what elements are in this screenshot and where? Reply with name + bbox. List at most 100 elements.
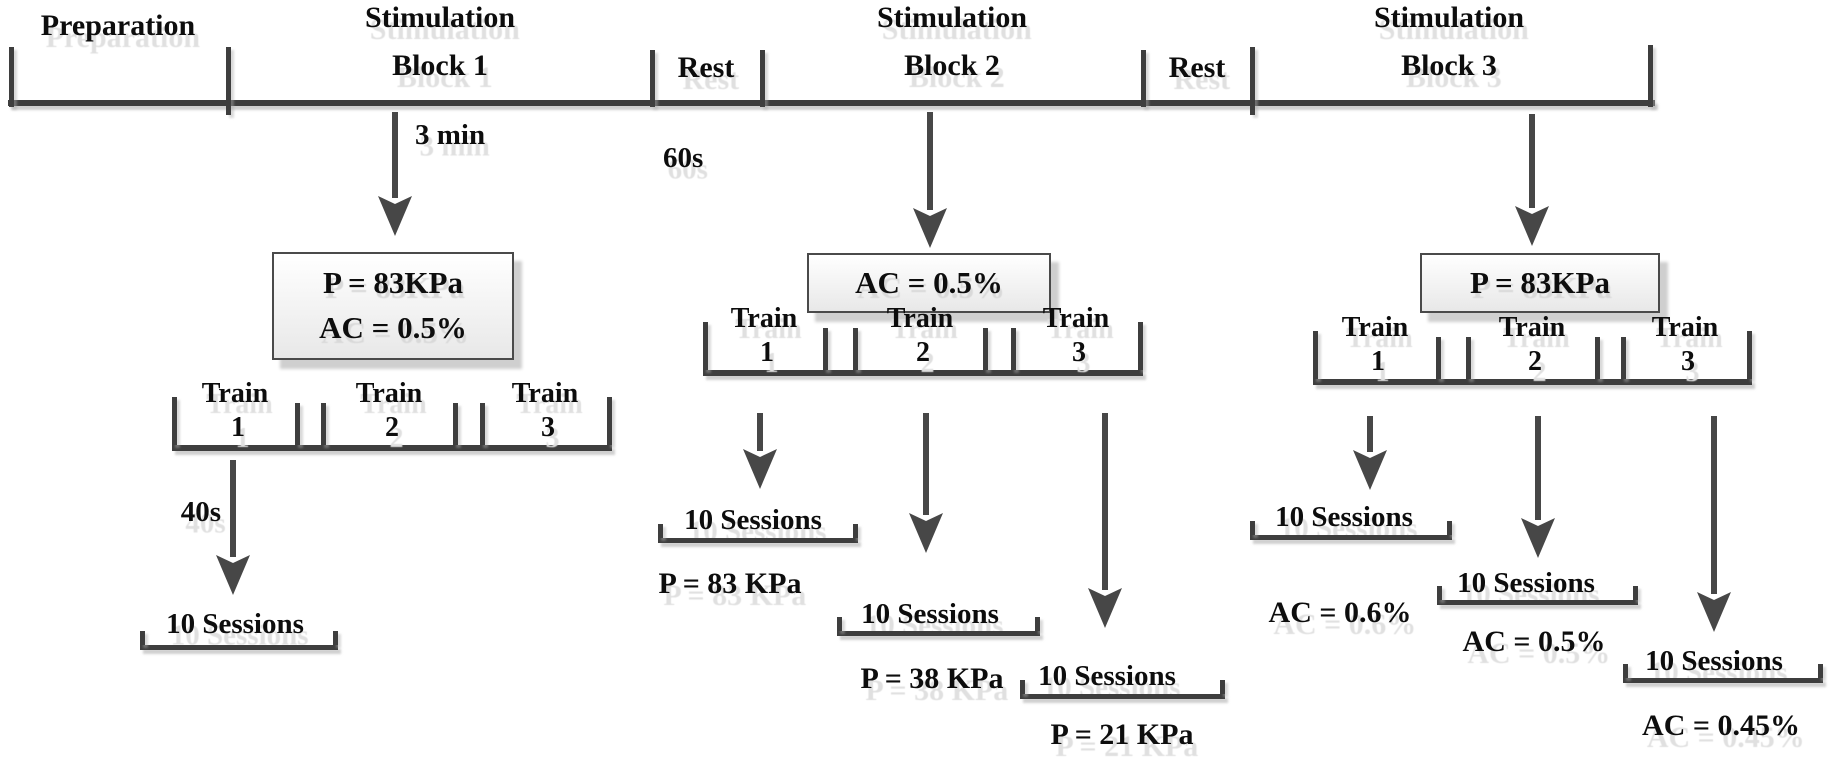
timeline-tick-prep-end <box>226 47 231 115</box>
duration-label-60s: 60s <box>663 142 704 174</box>
block1-train1-arrow-head <box>216 555 250 595</box>
train-tick <box>1011 328 1016 370</box>
block2-train1-arrow-shaft <box>757 413 763 451</box>
block2-train2-arrow-head <box>909 513 943 553</box>
duration-label-40s: 40s <box>180 496 221 528</box>
train3-word-block2: Train <box>1042 303 1110 334</box>
sessions-bracket-tick <box>1437 586 1442 600</box>
sessions-bracket-tick <box>140 631 145 645</box>
train-tick <box>983 328 988 370</box>
block3-train1-arrow-shaft <box>1367 416 1373 452</box>
train-tick <box>295 403 300 445</box>
train-tick <box>1621 337 1626 379</box>
segment-label-stim2-line2: Block 2 <box>904 49 1000 82</box>
segment-label-preparation: Preparation <box>40 9 196 42</box>
block3-arrow-head <box>1515 206 1549 246</box>
sessions-label-b3t3: 10 Sessions <box>1645 645 1783 677</box>
train2-word-block2: Train <box>886 303 954 334</box>
sessions-label-b2t1: 10 Sessions <box>684 504 822 536</box>
sessions-bracket-tick <box>837 617 842 631</box>
param-label-b3t1: AC = 0.6% <box>1268 596 1412 629</box>
param-box-block3-line1: P = 83KPa <box>1470 264 1610 300</box>
sessions-label-b2t3: 10 Sessions <box>1038 660 1176 692</box>
sessions-label-b1t1: 10 Sessions <box>166 608 304 640</box>
sessions-bracket-b3t1 <box>1250 535 1452 540</box>
train2-num-block3: 2 <box>1528 346 1542 377</box>
train1-word-block3: Train <box>1341 312 1409 343</box>
train-tick <box>823 328 828 370</box>
train-tick <box>607 397 612 445</box>
train-tick <box>172 397 177 445</box>
param-label-b3t3: AC = 0.45% <box>1642 709 1800 742</box>
train-bracket-block1 <box>172 445 612 451</box>
train-bracket-block3 <box>1313 379 1752 385</box>
sessions-bracket-tick <box>1250 521 1255 535</box>
sessions-label-b2t2: 10 Sessions <box>861 598 999 630</box>
block3-arrow-shaft <box>1529 114 1535 208</box>
param-box-block1: P = 83KPa AC = 0.5% <box>272 252 514 360</box>
train2-num-block2: 2 <box>916 337 930 368</box>
sessions-bracket-tick <box>1633 586 1638 600</box>
segment-label-stim2-line1: Stimulation <box>876 1 1028 34</box>
train-tick <box>453 403 458 445</box>
train2-num-block1: 2 <box>385 412 399 443</box>
sessions-bracket-b1t1 <box>140 645 338 650</box>
block1-arrow-head <box>378 196 412 236</box>
train1-num-block2: 1 <box>760 337 774 368</box>
timeline-tick-end <box>1648 45 1653 107</box>
param-label-b3t2: AC = 0.5% <box>1462 625 1606 658</box>
block2-train2-arrow-shaft <box>923 413 929 515</box>
param-box-block2: AC = 0.5% <box>807 253 1051 313</box>
train2-word-block3: Train <box>1498 312 1566 343</box>
train-tick <box>1313 331 1318 379</box>
segment-label-stim1-line2: Block 1 <box>392 49 488 82</box>
train3-num-block1: 3 <box>541 412 555 443</box>
timeline-tick-start <box>9 47 14 107</box>
segment-label-rest2: Rest <box>1168 51 1226 84</box>
param-label-b2t1: P = 83 KPa <box>658 567 802 600</box>
train-tick <box>1138 322 1143 370</box>
timeline-tick-rest1-start <box>650 50 655 107</box>
segment-label-rest1: Rest <box>677 51 735 84</box>
train1-word-block2: Train <box>730 303 798 334</box>
train3-num-block3: 3 <box>1681 346 1695 377</box>
train3-word-block3: Train <box>1651 312 1719 343</box>
sessions-bracket-tick <box>1020 680 1025 694</box>
sessions-label-b3t1: 10 Sessions <box>1275 501 1413 533</box>
block2-train1-arrow-head <box>743 449 777 489</box>
train2-word-block1: Train <box>355 378 423 409</box>
train-tick <box>1747 331 1752 379</box>
train-tick <box>1595 337 1600 379</box>
train3-word-block1: Train <box>511 378 579 409</box>
train-tick <box>321 403 326 445</box>
block3-train3-arrow-shaft <box>1711 416 1717 594</box>
block1-arrow-shaft <box>392 112 398 198</box>
sessions-bracket-b2t3 <box>1020 694 1225 699</box>
param-box-block2-line1: AC = 0.5% <box>855 264 1003 300</box>
sessions-bracket-b3t3 <box>1623 678 1823 683</box>
train-tick <box>853 328 858 370</box>
block2-arrow-shaft <box>927 112 933 210</box>
block3-train3-arrow-head <box>1697 592 1731 632</box>
sessions-bracket-tick <box>853 524 858 538</box>
sessions-bracket-b2t1 <box>658 538 858 543</box>
segment-label-stim1-line1: Stimulation <box>364 1 516 34</box>
timeline-bar <box>8 100 1655 106</box>
sessions-bracket-tick <box>1447 521 1452 535</box>
timeline-tick-rest1-end <box>760 50 765 107</box>
train-tick <box>703 322 708 370</box>
block2-arrow-head <box>913 208 947 248</box>
train3-num-block2: 3 <box>1072 337 1086 368</box>
block3-train1-arrow-head <box>1353 450 1387 490</box>
sessions-bracket-tick <box>1035 617 1040 631</box>
block2-train3-arrow-head <box>1088 588 1122 628</box>
param-box-block1-line1: P = 83KPa <box>323 265 463 301</box>
sessions-label-b3t2: 10 Sessions <box>1457 567 1595 599</box>
train-tick <box>1436 337 1441 379</box>
param-box-block1-line2: AC = 0.5% <box>319 310 467 345</box>
sessions-bracket-b2t2 <box>837 631 1040 636</box>
block3-train2-arrow-shaft <box>1535 416 1541 520</box>
sessions-bracket-tick <box>1220 680 1225 694</box>
duration-label-3min: 3 min <box>415 119 486 151</box>
